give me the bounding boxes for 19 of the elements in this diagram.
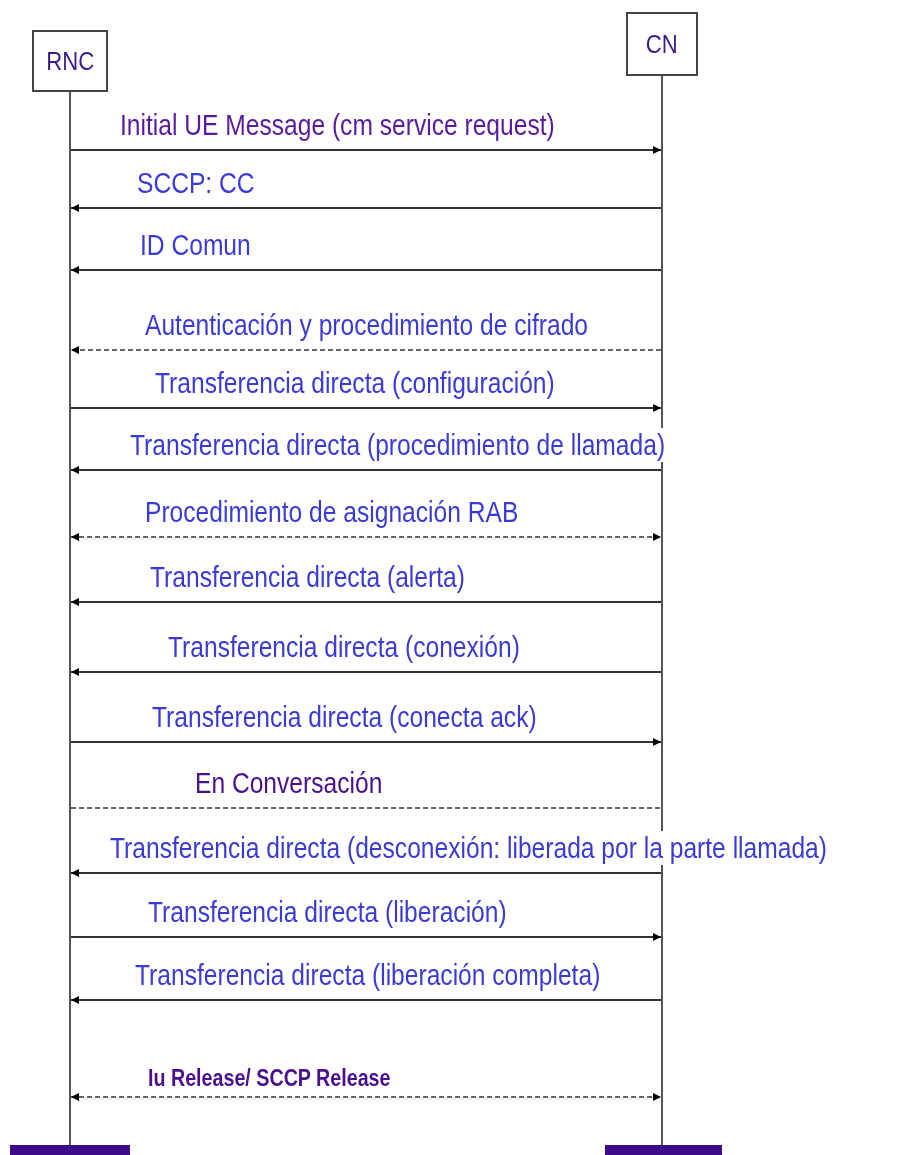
participant-box: CN <box>626 12 698 76</box>
arrow <box>70 598 662 606</box>
arrow <box>70 869 662 877</box>
arrow <box>70 404 662 412</box>
arrow <box>70 146 662 154</box>
dashed-line <box>70 807 662 809</box>
message-label: Transferencia directa (procedimiento de llamada) <box>130 428 666 462</box>
arrow <box>70 996 662 1004</box>
arrow <box>70 466 662 474</box>
arrow <box>70 204 662 212</box>
arrow <box>70 668 662 676</box>
arrow <box>70 533 662 541</box>
arrow <box>70 933 662 941</box>
arrow <box>70 346 662 354</box>
arrow <box>70 266 662 274</box>
arrow <box>70 738 662 746</box>
arrow <box>70 1093 662 1101</box>
message-label: Transferencia directa (desconexión: liberada por la parte llamada) <box>110 831 827 865</box>
participant-box: RNC <box>32 30 108 92</box>
